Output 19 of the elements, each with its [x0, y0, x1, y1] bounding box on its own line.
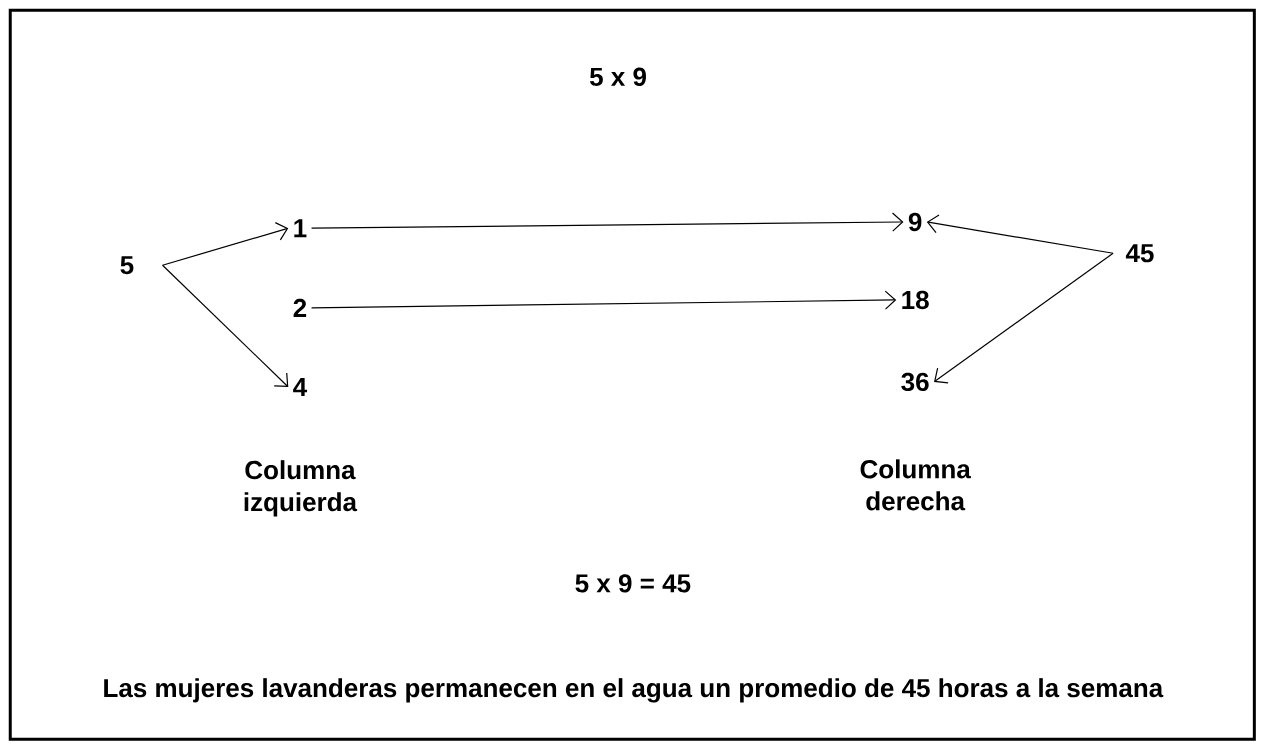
arrow [310, 290, 897, 310]
arrow [161, 264, 289, 388]
number: 2 [293, 298, 307, 317]
title: 5 x 9 [589, 67, 646, 87]
arrow [934, 252, 1114, 384]
number: 45 [1125, 244, 1154, 263]
arrow [161, 222, 289, 266]
caption-text: Las mujeres lavanderas permanecen en el agua un promedio de 45 horas a la semana [104, 678, 1164, 703]
column-label: Columna derecha [860, 459, 971, 511]
number: 36 [901, 372, 929, 392]
result-text: 5 x 9 = 45 [575, 574, 691, 593]
column-label: Columna izquierda [244, 460, 358, 517]
number: 1 [294, 219, 307, 238]
number: 9 [908, 212, 922, 232]
arrow [926, 214, 1114, 254]
number: 18 [902, 290, 929, 310]
number: 5 [120, 256, 134, 275]
number: 4 [293, 378, 308, 396]
arrow [310, 212, 904, 232]
